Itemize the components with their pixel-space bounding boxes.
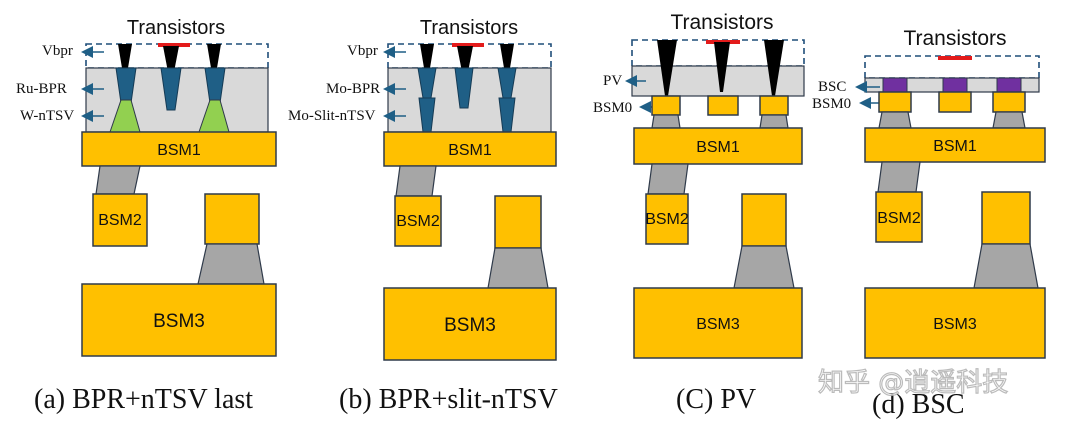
panel-a-bsm3-label: BSM3 bbox=[153, 311, 205, 332]
panel-a-label-vbpr: Vbpr bbox=[42, 43, 73, 59]
panel-b-bsm2-right bbox=[494, 195, 542, 249]
panel-a-bpr bbox=[160, 67, 182, 111]
panel-d-bsm2-right bbox=[981, 191, 1031, 245]
panel-a-bsm2-label: BSM2 bbox=[98, 212, 142, 229]
panel-c-bsm2-right bbox=[741, 193, 787, 247]
panel-c-via-0-1 bbox=[759, 114, 789, 129]
panel-b-via-1-2 bbox=[395, 165, 437, 197]
panel-b-bsm3-label: BSM3 bbox=[444, 315, 496, 336]
panel-b-bsm2-label: BSM2 bbox=[396, 213, 440, 230]
panel-b-label-vbpr: Vbpr bbox=[347, 43, 378, 59]
panel-d-bsm3 bbox=[864, 287, 1046, 359]
panel-b-title: Transistors bbox=[420, 17, 518, 39]
panel-d-bsc bbox=[996, 77, 1022, 93]
panel-d-caption: (d) BSC bbox=[872, 389, 965, 420]
panel-b-transistor-bar bbox=[452, 43, 484, 47]
panel-a: Transistors Vbpr Ru-BPR W-nTSV BSM1 BSM2… bbox=[16, 17, 277, 415]
panel-a-contact bbox=[163, 46, 179, 72]
panel-c-via-1-2 bbox=[647, 163, 689, 195]
panel-d-bsm1-label: BSM1 bbox=[933, 138, 977, 155]
panel-c-pv bbox=[657, 40, 677, 96]
panel-c-contact bbox=[714, 42, 730, 92]
panel-a-bsm1-label: BSM1 bbox=[157, 142, 201, 159]
panel-b-label-bpr: Mo-BPR bbox=[326, 81, 380, 97]
panel-a-bsm3 bbox=[81, 283, 277, 357]
panel-a-label-tsv: W-nTSV bbox=[20, 108, 74, 124]
panel-d-transistor-bar bbox=[938, 56, 972, 60]
panel-c-bsm1-label: BSM1 bbox=[696, 139, 740, 156]
panel-c-label-pv: PV bbox=[603, 73, 622, 89]
panel-d-bsm0 bbox=[938, 91, 972, 113]
panel-c-bsm2 bbox=[645, 193, 689, 245]
panel-b-vbpr-contact bbox=[420, 44, 434, 68]
panel-d-via-0-1 bbox=[992, 111, 1026, 129]
panel-a-via-2-3 bbox=[197, 243, 265, 285]
watermark: 知乎 @逍遥科技 bbox=[818, 368, 1008, 398]
panel-c-caption: (C) PV bbox=[676, 384, 756, 415]
panel-a-vbpr-contact bbox=[118, 44, 132, 68]
panel-b: Transistors Vbpr Mo-BPR Mo-Slit-nTSV BSM… bbox=[288, 17, 558, 415]
panel-d-bsc bbox=[882, 77, 908, 93]
panel-a-caption: (a) BPR+nTSV last bbox=[34, 384, 253, 415]
panel-d-bsm2-label: BSM2 bbox=[877, 210, 921, 227]
panel-c-bsm2-label: BSM2 bbox=[645, 211, 689, 228]
panel-b-bsm1-label: BSM1 bbox=[448, 142, 492, 159]
panel-b-bsm1 bbox=[383, 131, 557, 167]
panel-b-caption: (b) BPR+slit-nTSV bbox=[339, 384, 558, 415]
panel-b-bsm3 bbox=[383, 287, 557, 361]
panel-c-bsm1 bbox=[633, 127, 803, 165]
panel-b-bpr bbox=[454, 67, 474, 109]
panel-d-bsm1 bbox=[864, 127, 1046, 163]
panel-a-label-bpr: Ru-BPR bbox=[16, 81, 67, 97]
panel-c-bsm0 bbox=[651, 95, 681, 116]
panel-c-pv bbox=[764, 40, 784, 96]
panel-c-label-bsm0: BSM0 bbox=[593, 100, 632, 116]
panel-a-title: Transistors bbox=[127, 17, 225, 39]
panel-d-bsm0 bbox=[878, 91, 912, 113]
panel-c-bsm0 bbox=[759, 95, 789, 116]
panel-a-transistor-bar bbox=[158, 43, 190, 47]
panel-a-vbpr-contact bbox=[207, 44, 221, 68]
panel-d-bsc bbox=[942, 77, 968, 93]
panel-d-via-2-3 bbox=[973, 243, 1039, 289]
panel-c-bsm0 bbox=[707, 95, 739, 116]
panel-b-bsm2 bbox=[394, 195, 442, 247]
panel-c: Transistors PV BSM0 BSM1 BSM2 BSM3 (C) P… bbox=[593, 11, 805, 415]
panel-b-vbpr-contact bbox=[500, 44, 514, 68]
panel-c-via-0-1 bbox=[651, 114, 681, 129]
panel-c-bsm3-label: BSM3 bbox=[696, 316, 740, 333]
panel-d: Transistors BSC BSM0 BSM1 BSM2 BSM3 (d) … bbox=[812, 27, 1046, 420]
panel-d-label-bsc: BSC bbox=[818, 79, 846, 95]
panel-c-bsm3 bbox=[633, 287, 803, 359]
panel-d-bsm2 bbox=[875, 191, 923, 243]
panel-d-via-1-2 bbox=[877, 161, 921, 193]
panel-a-via-1-2 bbox=[95, 165, 141, 195]
panel-d-title: Transistors bbox=[903, 27, 1006, 50]
panel-d-bsm3-label: BSM3 bbox=[933, 316, 977, 333]
panel-d-bsm0 bbox=[992, 91, 1026, 113]
panel-b-label-tsv: Mo-Slit-nTSV bbox=[288, 108, 376, 124]
panel-a-bsm1 bbox=[81, 131, 277, 167]
panel-c-title: Transistors bbox=[670, 11, 773, 34]
panel-d-via-0-1 bbox=[878, 111, 912, 129]
panel-b-contact bbox=[457, 46, 473, 72]
panel-a-bsm2-right bbox=[204, 193, 260, 245]
panel-d-label-bsm0: BSM0 bbox=[812, 96, 851, 112]
panel-b-via-2-3 bbox=[487, 247, 549, 289]
panel-a-bsm2 bbox=[92, 193, 148, 247]
panel-c-via-2-3 bbox=[733, 245, 795, 289]
